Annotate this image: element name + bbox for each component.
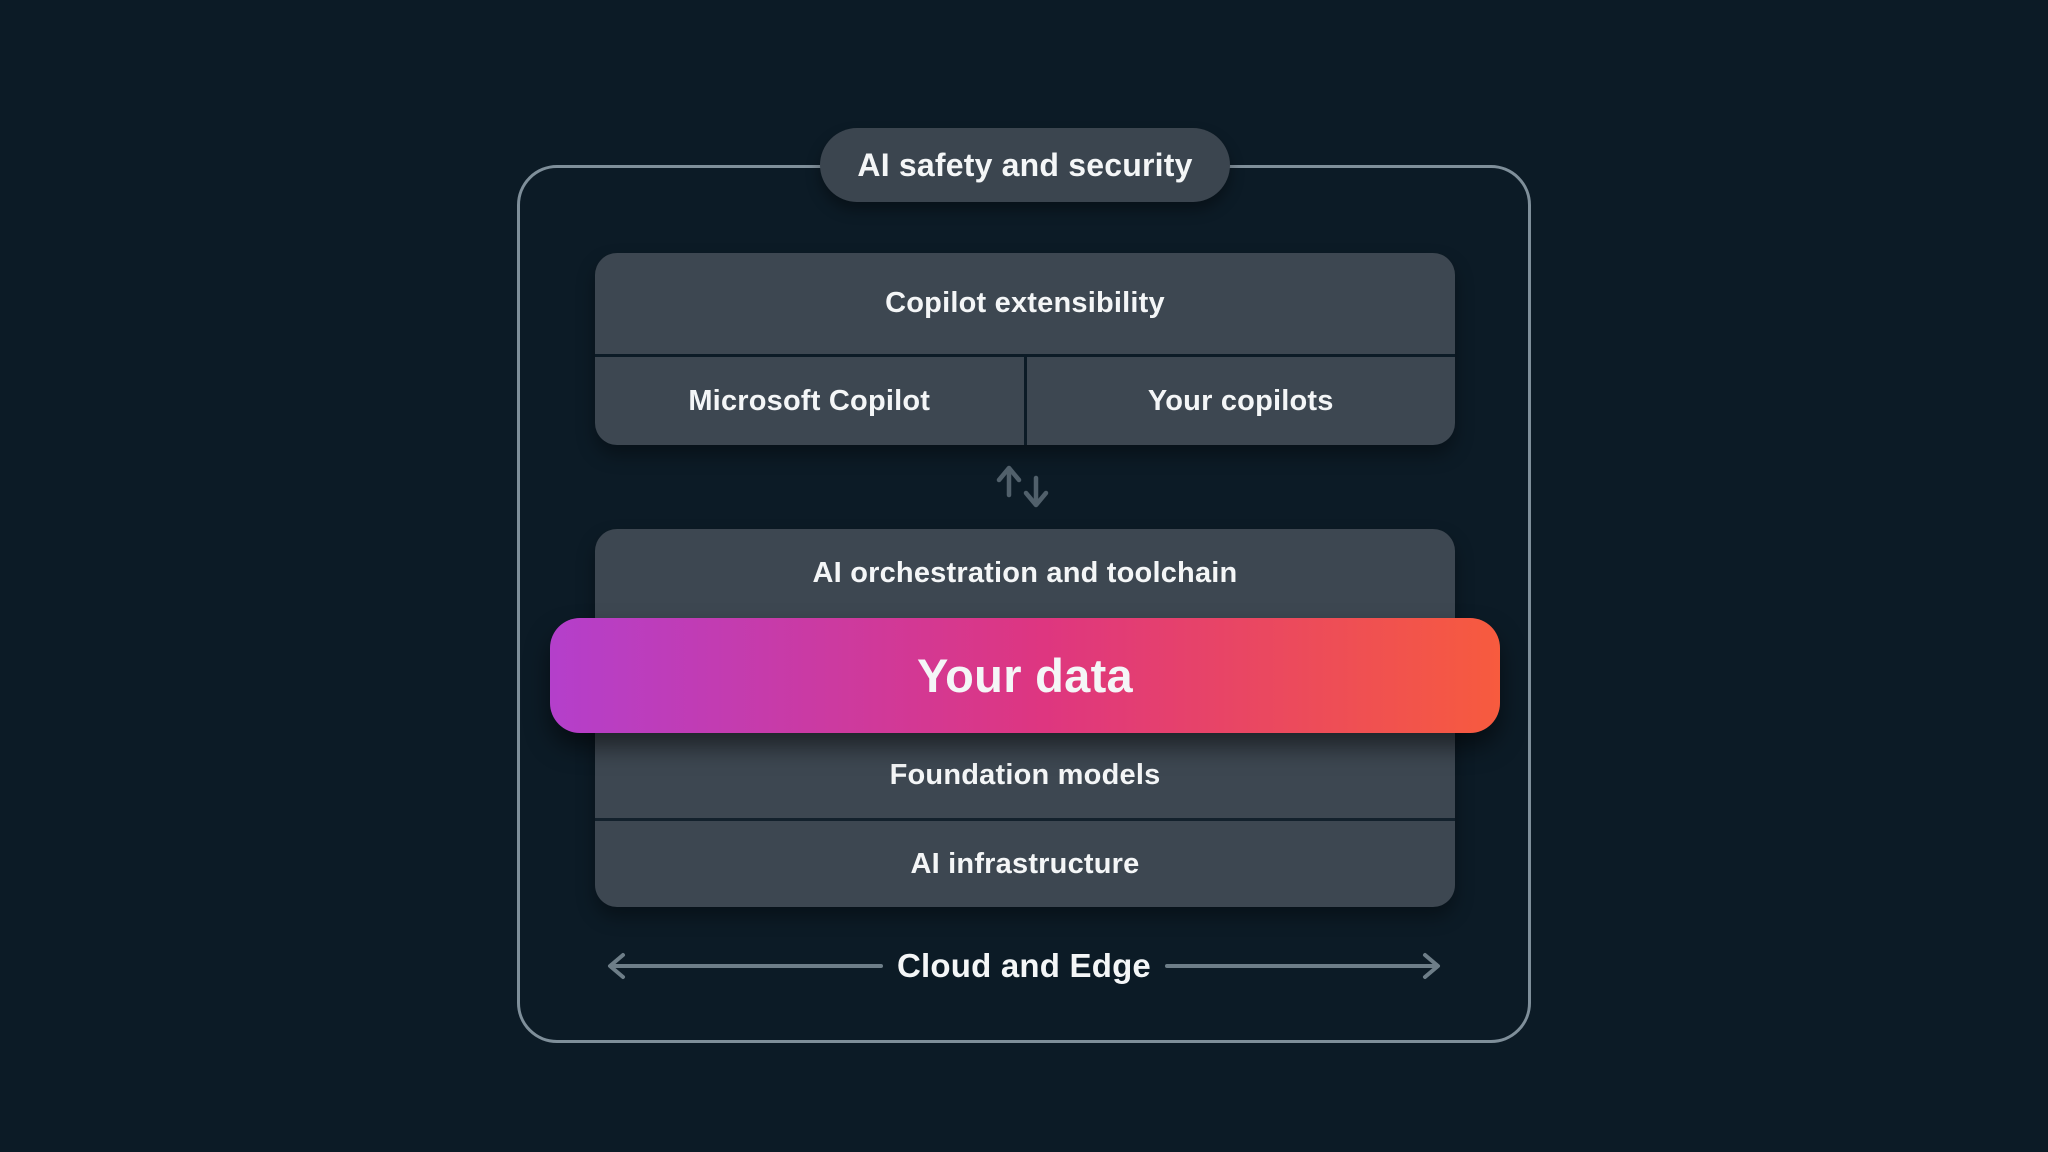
ai-infrastructure-label: AI infrastructure: [910, 847, 1140, 880]
your-copilots-label: Your copilots: [1147, 384, 1334, 417]
ai-orchestration-box: AI orchestration and toolchain: [595, 529, 1455, 618]
foundation-models-label: Foundation models: [889, 759, 1161, 791]
microsoft-copilot-box: Microsoft Copilot: [595, 357, 1024, 445]
cloud-edge-label: Cloud and Edge: [897, 947, 1151, 984]
your-copilots-box: Your copilots: [1026, 357, 1455, 445]
ai-safety-security-badge: AI safety and security: [820, 128, 1230, 202]
microsoft-copilot-label: Microsoft Copilot: [688, 384, 931, 417]
left-arrow-icon: [605, 949, 884, 983]
copilot-split-row: Microsoft Copilot Your copilots: [595, 357, 1455, 445]
copilot-extensibility-box: Copilot extensibility: [595, 253, 1455, 354]
up-down-arrows-icon: [992, 460, 1056, 514]
your-data-label: Your data: [917, 649, 1133, 702]
your-data-bar: Your data: [550, 618, 1500, 733]
foundation-infrastructure-divider: [595, 818, 1455, 821]
ai-safety-security-label: AI safety and security: [857, 146, 1193, 183]
ai-infrastructure-box: AI infrastructure: [595, 821, 1455, 907]
cloud-edge-footer: Cloud and Edge: [517, 936, 1531, 996]
foundation-models-box: Foundation models: [595, 733, 1455, 818]
copilot-layer-group: Copilot extensibility Microsoft Copilot …: [595, 253, 1455, 445]
ai-orchestration-label: AI orchestration and toolchain: [812, 557, 1238, 589]
copilot-extensibility-label: Copilot extensibility: [885, 287, 1165, 319]
right-arrow-icon: [1164, 949, 1443, 983]
